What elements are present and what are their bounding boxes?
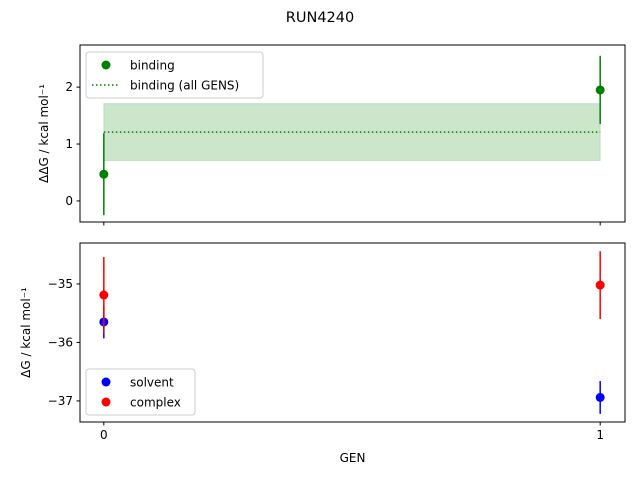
x-tick-label: 0	[100, 428, 108, 442]
legend-label: binding (all GENS)	[130, 79, 239, 93]
data-point	[595, 280, 605, 290]
y-tick-label: −35	[48, 277, 73, 291]
data-point	[595, 392, 605, 402]
x-tick-label: 1	[596, 428, 604, 442]
y-axis-label: ΔΔG / kcal mol⁻¹	[37, 84, 51, 183]
y-tick-label: −36	[48, 335, 73, 349]
figure-title: RUN4240	[286, 10, 354, 26]
legend-marker-swatch	[101, 60, 111, 70]
x-axis-label: GEN	[340, 451, 366, 465]
axes-frame	[79, 44, 626, 223]
legend-box	[85, 51, 264, 99]
legend-label: complex	[130, 396, 181, 410]
legend-label: binding	[130, 59, 175, 73]
y-tick-label: 1	[65, 137, 73, 151]
y-axis-label: ΔG / kcal mol⁻¹	[19, 287, 33, 378]
legend: binding binding (all GENS)	[85, 51, 264, 99]
legend-marker-swatch	[101, 397, 111, 407]
top-panel: 0 1 2 ΔΔG / kcal mol⁻¹ binding binding (all G…	[37, 44, 626, 226]
data-point	[595, 85, 605, 95]
bottom-panel: −35 −36 −37 0 1 ΔG / kcal mol⁻¹ GEN solvent comp…	[19, 242, 626, 465]
axes-frame	[79, 242, 626, 423]
y-tick-label: −37	[48, 394, 73, 408]
y-tick-label: 0	[65, 194, 73, 208]
legend: solvent complex	[85, 368, 196, 416]
data-point	[99, 290, 109, 300]
legend-marker-swatch	[101, 377, 111, 387]
y-tick-label: 2	[65, 80, 73, 94]
data-point	[99, 169, 109, 179]
legend-box	[85, 368, 196, 416]
legend-label: solvent	[130, 376, 174, 390]
